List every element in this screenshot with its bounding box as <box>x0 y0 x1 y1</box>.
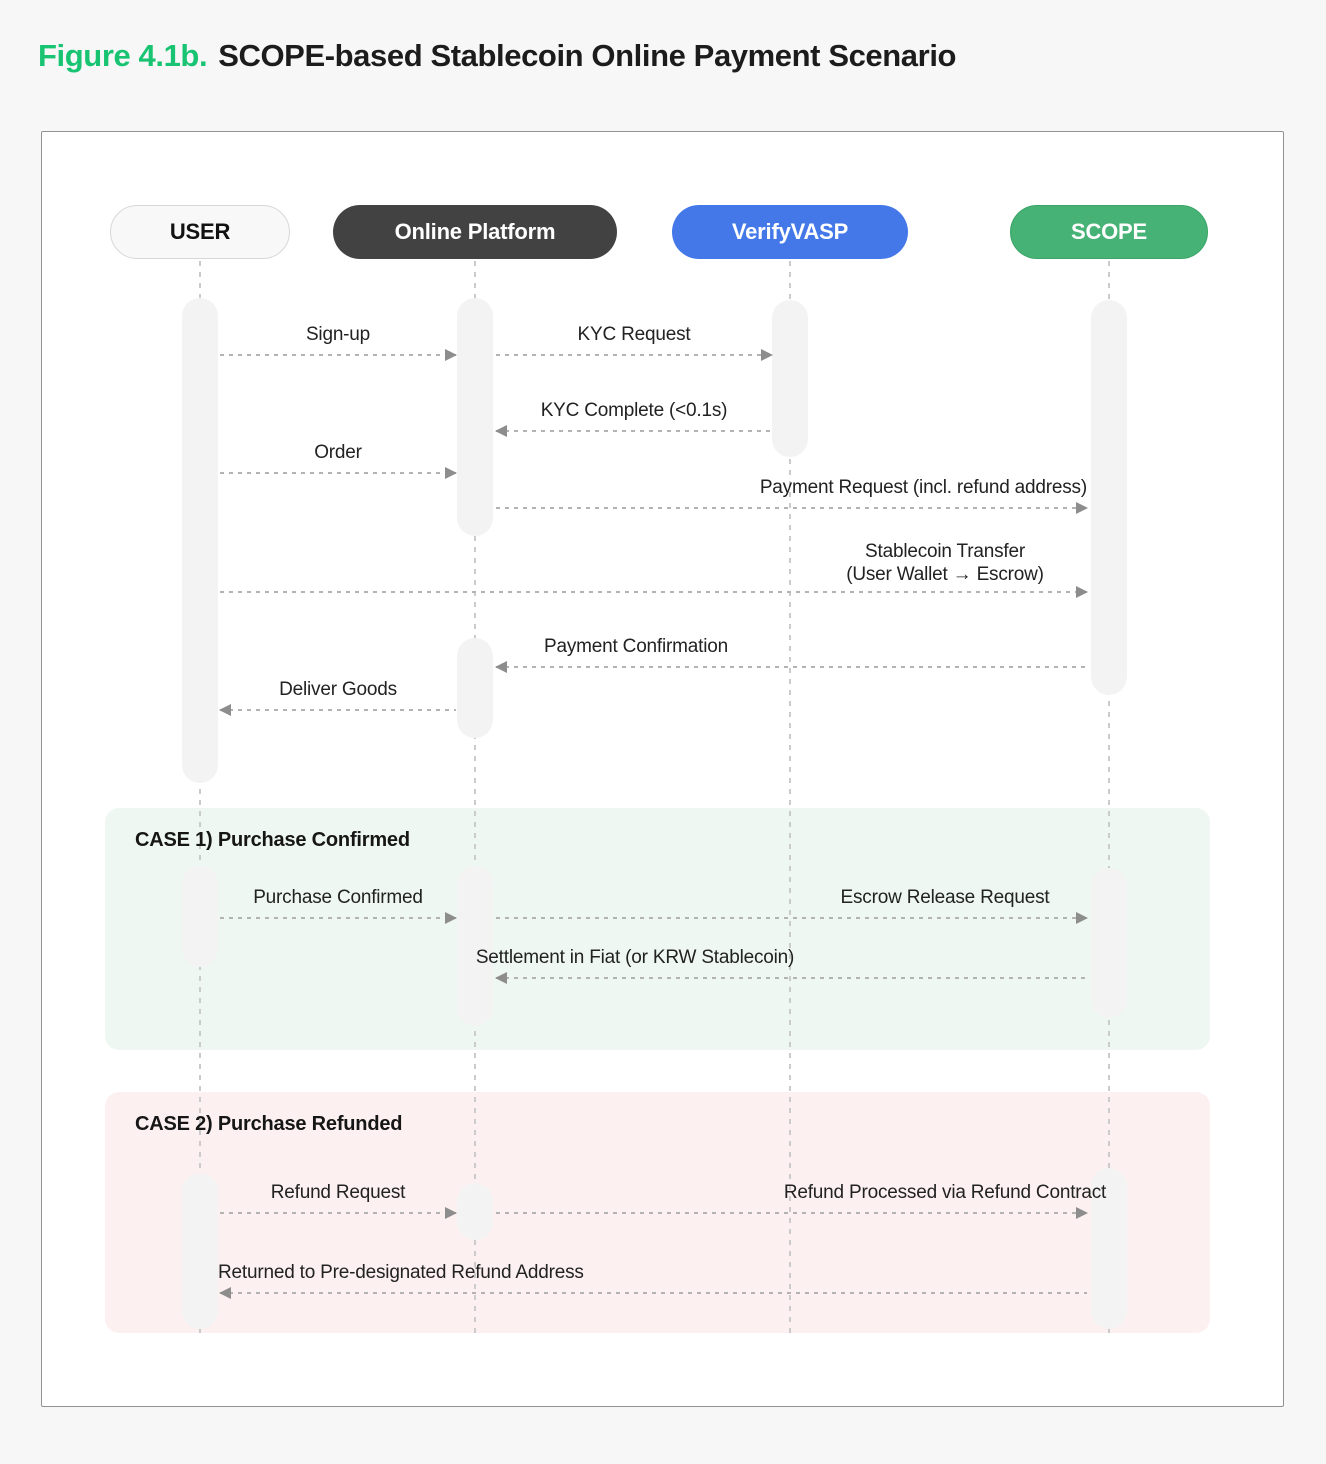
message-arrow <box>495 972 1087 984</box>
message-label: Deliver Goods <box>279 679 397 700</box>
message-label: Refund Request <box>270 1182 406 1203</box>
case1-section <box>105 808 1210 1050</box>
message-arrow <box>219 704 456 716</box>
actor-pill-scope: SCOPE <box>1010 205 1208 259</box>
activation-bar-user <box>182 866 218 967</box>
activation-bar-online-platform <box>457 866 493 1026</box>
actor-label: Online Platform <box>394 219 556 244</box>
message-label: KYC Request <box>577 324 691 345</box>
activation-bar-scope <box>1091 1168 1127 1329</box>
message-arrow <box>220 1207 457 1219</box>
lifeline-online-platform <box>474 261 476 1333</box>
activation-bar-online-platform <box>457 1183 493 1240</box>
lifeline-verifyvasp <box>789 261 791 1333</box>
lifeline-scope <box>1108 261 1110 1333</box>
message-arrow <box>495 425 772 437</box>
message-label: Settlement in Fiat (or KRW Stablecoin) <box>475 947 795 968</box>
message-label: Purchase Confirmed <box>253 887 423 908</box>
activation-bar-scope <box>1091 868 1127 1018</box>
activation-bar-online-platform <box>457 298 493 536</box>
lifeline-user <box>199 261 201 1333</box>
message-arrow <box>220 467 457 479</box>
message-label: Order <box>314 442 362 463</box>
case1-title: CASE 1) Purchase Confirmed <box>135 829 410 851</box>
figure-title: Figure 4.1b. SCOPE-based Stablecoin Onlin… <box>38 38 956 74</box>
activation-bar-user <box>182 298 218 783</box>
message-arrow <box>220 586 1088 598</box>
message-arrow <box>496 349 773 361</box>
message-arrow <box>496 502 1088 514</box>
message-label: Stablecoin Transfer (User Wallet → Escro… <box>846 541 1044 585</box>
actor-pill-user: USER <box>110 205 290 259</box>
actor-pill-online-platform: Online Platform <box>333 205 617 259</box>
figure-label: Figure 4.1b. <box>38 38 208 73</box>
actor-label: VerifyVASP <box>731 219 849 244</box>
message-arrow <box>220 349 457 361</box>
message-arrow <box>496 912 1088 924</box>
activation-bar-online-platform <box>457 638 493 738</box>
activation-bar-scope <box>1091 300 1127 695</box>
message-label: Payment Confirmation <box>544 636 728 657</box>
case2-title: CASE 2) Purchase Refunded <box>135 1113 403 1135</box>
activation-bar-verifyvasp <box>772 300 808 457</box>
actor-label: SCOPE <box>1070 219 1148 244</box>
message-label: Refund Processed via Refund Contract <box>783 1182 1107 1203</box>
message-arrow <box>495 661 1087 673</box>
message-label: Sign-up <box>305 324 371 345</box>
message-label: KYC Complete (<0.1s) <box>540 400 728 421</box>
message-label: Escrow Release Request <box>840 887 1050 908</box>
figure-title-text: SCOPE-based Stablecoin Online Payment Sc… <box>218 38 957 73</box>
actor-pill-verifyvasp: VerifyVASP <box>672 205 908 259</box>
message-arrow <box>220 912 457 924</box>
message-label: Payment Request (incl. refund address) <box>759 477 1087 498</box>
message-arrow <box>219 1287 1087 1299</box>
message-arrow <box>496 1207 1088 1219</box>
actor-label: USER <box>169 219 231 244</box>
activation-bar-user <box>182 1173 218 1329</box>
message-label: Returned to Pre-designated Refund Addres… <box>218 1262 584 1283</box>
